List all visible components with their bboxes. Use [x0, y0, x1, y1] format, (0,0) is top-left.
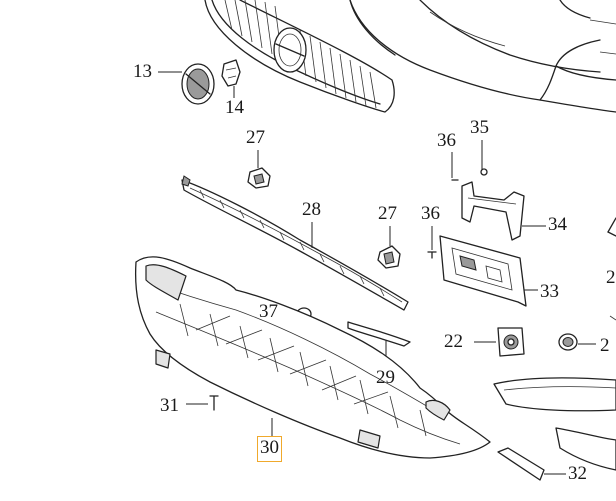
- callout-33[interactable]: 33: [540, 281, 559, 302]
- callout-36-lower[interactable]: 36: [421, 203, 440, 224]
- part-36-screw: [427, 226, 437, 259]
- front-grille: [204, 0, 395, 113]
- callout-22[interactable]: 22: [444, 331, 463, 352]
- callout-36-upper[interactable]: 36: [437, 130, 456, 151]
- callout-27-upper[interactable]: 27: [246, 127, 265, 148]
- part-33-plate-holder: [439, 235, 538, 307]
- callout-37[interactable]: 37: [259, 301, 278, 322]
- part-27-bracket-lower: [377, 226, 401, 269]
- callout-14[interactable]: 14: [225, 97, 244, 118]
- callout-32[interactable]: 32: [568, 463, 587, 484]
- callout-28[interactable]: 28: [302, 199, 321, 220]
- part-27-bracket-upper: [247, 150, 271, 189]
- part-28-rail: [181, 175, 409, 311]
- part-30-undertray: [134, 256, 491, 459]
- callout-13[interactable]: 13: [133, 61, 152, 82]
- part-2-sensor: [558, 333, 596, 351]
- callout-2-lower[interactable]: 2: [600, 335, 610, 356]
- part-13-badge: [158, 63, 215, 105]
- callout-2-upper[interactable]: 2: [606, 267, 616, 288]
- fog-lamp-trim: [493, 377, 616, 471]
- callout-35[interactable]: 35: [470, 117, 489, 138]
- bumper-cover: [349, 0, 616, 113]
- callout-34[interactable]: 34: [548, 214, 567, 235]
- callout-30-selected[interactable]: 30: [257, 436, 282, 462]
- part-34-plate-bracket: [451, 140, 546, 241]
- part-14-clip: [221, 59, 241, 98]
- callout-31[interactable]: 31: [160, 395, 179, 416]
- callout-29[interactable]: 29: [376, 367, 395, 388]
- callout-27-lower[interactable]: 27: [378, 203, 397, 224]
- part-2-fragment: [607, 217, 616, 321]
- part-22-sensor: [474, 327, 525, 357]
- part-32-strip: [497, 447, 566, 481]
- part-31-screw: [186, 395, 219, 411]
